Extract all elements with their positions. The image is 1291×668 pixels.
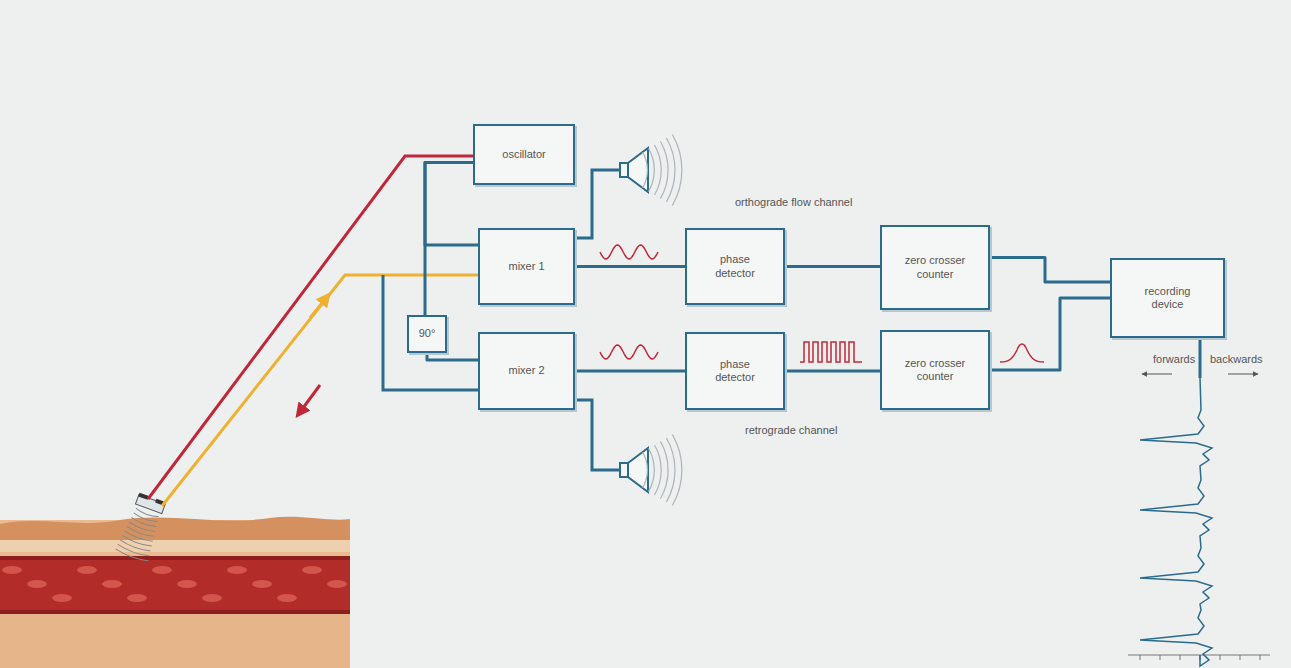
doppler-trace (1140, 378, 1212, 666)
phase-detector-box: phase detector (685, 228, 785, 305)
signal-wire (425, 163, 478, 246)
transducer-probe (115, 492, 169, 563)
sound-wave (649, 449, 655, 492)
beam-wave (115, 549, 148, 563)
sound-wave (649, 149, 655, 192)
sound-wave (672, 135, 682, 206)
sound-wave (666, 438, 675, 502)
sound-wave (655, 445, 662, 495)
sound-wave (660, 442, 668, 499)
blood-cell (227, 566, 247, 574)
sine-signal (600, 345, 658, 359)
blood-cell (327, 580, 347, 588)
sound-wave (672, 435, 682, 506)
channel-label: orthograde flow channel (735, 196, 852, 208)
beam-wave (133, 513, 157, 523)
blood-cell (77, 566, 97, 574)
transmit-arrow (300, 385, 320, 412)
speaker-wire (575, 170, 620, 238)
axis-tick (1140, 655, 1141, 660)
recorder-box: recording device (1110, 258, 1225, 338)
axis-tick (1260, 655, 1261, 660)
loudspeaker-symbol (620, 135, 682, 206)
blood-cell (127, 594, 147, 602)
blood-cell (302, 566, 322, 574)
sine-signal (600, 245, 658, 259)
axis-tick (1180, 655, 1181, 660)
axis-tick (1160, 655, 1161, 660)
forwards-arrow (1142, 374, 1172, 375)
phase-shift-box: 90° (407, 315, 447, 353)
beam-wave (124, 531, 153, 543)
direction-label: forwards (1153, 353, 1195, 365)
direction-label: backwards (1210, 353, 1263, 365)
signal-wire (990, 258, 1110, 283)
box-label: oscillator (502, 148, 545, 161)
ultrasound-beam (115, 507, 164, 563)
oscillator-box: oscillator (473, 124, 575, 185)
beam-wave (126, 526, 154, 538)
box-label: 90° (419, 327, 436, 340)
receive-arrow (310, 298, 326, 318)
loudspeaker-symbol (620, 435, 682, 506)
channel-label: retrograde channel (745, 424, 837, 436)
blood-cell (52, 594, 72, 602)
signal-wire (785, 265, 880, 268)
signal-wire (990, 298, 1110, 370)
box-label: mixer 1 (508, 260, 544, 273)
box-label: phase detector (700, 358, 770, 384)
counter-box: zero crosser counter (880, 330, 990, 410)
signal-wire (427, 353, 478, 360)
beam-wave (131, 517, 156, 528)
sound-wave (655, 145, 662, 195)
backwards-arrow (1228, 374, 1258, 375)
sound-wave (660, 142, 668, 199)
signal-wire (575, 265, 685, 268)
receive-line (162, 275, 478, 506)
recorder-stem (1199, 338, 1202, 378)
blood-cells (2, 566, 347, 602)
blood-cell (202, 594, 222, 602)
beam-wave (119, 540, 150, 553)
box-label: mixer 2 (508, 364, 544, 377)
axis-tick (1240, 655, 1241, 660)
beam-wave (128, 522, 155, 533)
blood-cell (27, 580, 47, 588)
speaker-wire (575, 400, 620, 470)
blood-cell (177, 580, 197, 588)
beam-wave (122, 535, 152, 548)
mixer-box: mixer 1 (478, 228, 575, 305)
box-label: recording device (1133, 285, 1203, 311)
axis-tick (1220, 655, 1221, 660)
transmit-line (148, 156, 473, 499)
receive-branch-wire (383, 275, 478, 390)
blood-cell (152, 566, 172, 574)
sound-wave (643, 452, 648, 488)
signal-wire (575, 370, 685, 373)
beam-wave (117, 544, 149, 557)
trace-axis (1128, 655, 1270, 656)
blood-cell (252, 580, 272, 588)
box-label: zero crosser counter (900, 254, 970, 280)
counter-box: zero crosser counter (880, 225, 990, 310)
signal-wire (425, 163, 473, 316)
pulse-signal (800, 342, 862, 362)
box-label: phase detector (700, 253, 770, 279)
signal-wire (785, 370, 880, 373)
sound-wave (666, 138, 675, 202)
blood-cell (277, 594, 297, 602)
phase-detector-box: phase detector (685, 332, 785, 410)
blood-cell (2, 566, 22, 574)
bell-signal (1000, 344, 1044, 362)
sound-wave (643, 152, 648, 188)
mixer-box: mixer 2 (478, 332, 575, 410)
box-label: zero crosser counter (900, 357, 970, 383)
blood-cell (102, 580, 122, 588)
tissue-section (0, 517, 350, 668)
